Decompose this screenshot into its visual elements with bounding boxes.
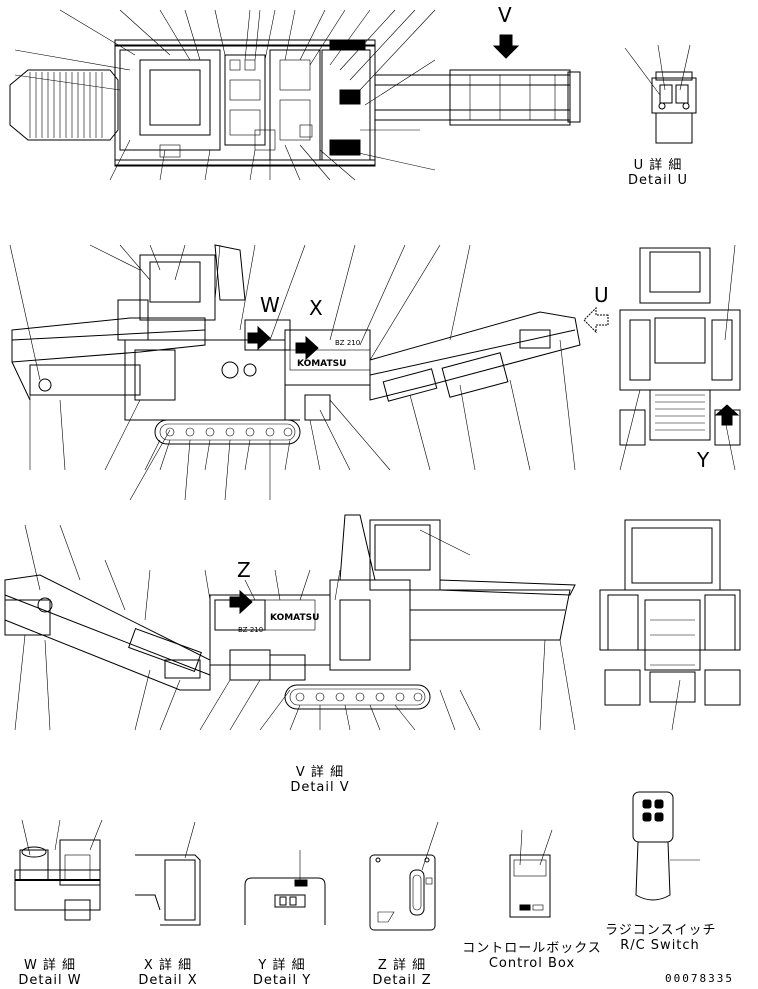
control-box-en: Control Box <box>488 956 576 971</box>
rc-switch-en: R/C Switch <box>620 938 700 953</box>
front-view-1 <box>619 244 741 471</box>
detail-u-caption: U 詳 細 Detail U <box>628 158 688 188</box>
brand-label-2: KOMATSU <box>270 613 319 623</box>
view-letter-z: Z <box>237 558 251 582</box>
detail-w-jp: W 詳 細 <box>23 958 77 973</box>
detail-z-drawing <box>369 821 439 931</box>
view-letter-u: U <box>594 283 609 307</box>
model-label: BZ 210 <box>335 339 360 347</box>
detail-z-en: Detail Z <box>372 973 432 988</box>
detail-w-caption: W 詳 細 Detail W <box>10 958 90 988</box>
top-view <box>9 9 581 181</box>
detail-x-caption: X 詳 細 Detail X <box>128 958 208 988</box>
rc-switch-drawing <box>632 791 700 901</box>
detail-y-jp: Y 詳 細 <box>258 958 306 973</box>
detail-x-drawing <box>135 821 201 926</box>
view-letter-v: V <box>498 3 512 27</box>
brand-label: KOMATSU <box>297 359 346 369</box>
detail-y-drawing <box>244 850 326 925</box>
detail-w-drawing <box>14 819 103 921</box>
detail-y-caption: Y 詳 細 Detail Y <box>242 958 322 988</box>
detail-u-en: Detail U <box>628 173 688 188</box>
detail-v-en: Detail V <box>290 780 350 795</box>
detail-v-jp: V 詳 細 <box>295 765 345 780</box>
side-view-2: KOMATSU BZ 210 <box>4 514 576 731</box>
drawing-number: 00078335 <box>665 972 734 985</box>
detail-y-en: Detail Y <box>252 973 312 988</box>
rc-switch-jp: ラジコンスイッチ <box>605 923 717 938</box>
control-box-caption: コントロールボックス Control Box <box>462 941 602 971</box>
detail-w-en: Detail W <box>18 973 82 988</box>
view-letter-w: W <box>260 293 280 317</box>
detail-z-jp: Z 詳 細 <box>377 958 427 973</box>
view-letter-x: X <box>309 296 323 320</box>
detail-v-caption: V 詳 細 Detail V <box>280 765 360 795</box>
detail-u-drawing <box>624 44 697 144</box>
model-label-2: BZ 210 <box>238 626 263 634</box>
side-view-1: KOMATSU BZ 210 <box>9 244 609 501</box>
control-box-jp: コントロールボックス <box>462 941 602 956</box>
detail-u-jp: U 詳 細 <box>633 158 683 173</box>
detail-x-jp: X 詳 細 <box>143 958 193 973</box>
control-box-drawing <box>509 829 553 918</box>
view-letter-y: Y <box>697 448 710 472</box>
detail-x-en: Detail X <box>138 973 198 988</box>
detail-z-caption: Z 詳 細 Detail Z <box>362 958 442 988</box>
rc-switch-caption: ラジコンスイッチ R/C Switch <box>605 923 715 953</box>
front-view-2 <box>599 519 741 731</box>
